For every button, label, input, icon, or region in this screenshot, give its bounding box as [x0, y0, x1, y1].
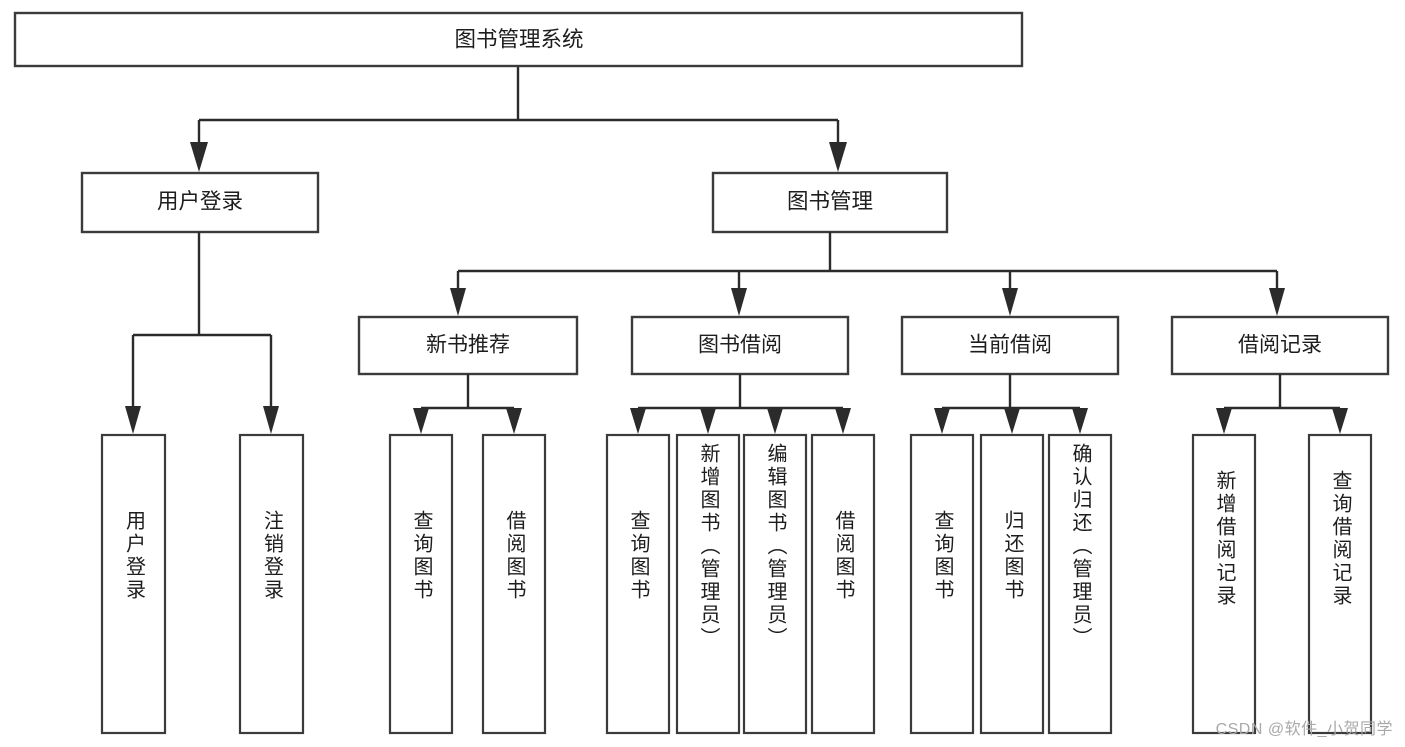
- node-current-borrow-box[interactable]: [900, 315, 1120, 376]
- arrow-head-leaf-add-book: [700, 408, 716, 434]
- leaf-return-book-box[interactable]: [979, 433, 1045, 735]
- node-root-box[interactable]: [13, 11, 1024, 68]
- connector-book-management-to-level2: [450, 232, 1285, 316]
- leaf-query-record-box[interactable]: [1307, 433, 1373, 735]
- arrow-head-leaf-borrow-book-1: [506, 408, 522, 434]
- node-book-borrow-box[interactable]: [630, 315, 850, 376]
- arrow-head-leaf-edit-book: [767, 408, 783, 434]
- node-book-management[interactable]: 图书管理: [711, 171, 949, 234]
- leaf-borrow-book-1-box[interactable]: [481, 433, 547, 735]
- connector-current-borrow-to-leaves: [934, 374, 1088, 434]
- leaf-query-book-3-box[interactable]: [909, 433, 975, 735]
- node-root[interactable]: 图书管理系统: [13, 11, 1024, 68]
- arrow-head-leaf-query-book-1: [413, 408, 429, 434]
- node-root-label: 图书管理系统: [454, 28, 583, 52]
- node-new-book-recommend-box[interactable]: [357, 315, 579, 376]
- leaf-confirm-return-box[interactable]: [1047, 433, 1113, 735]
- leaf-query-book-1-box[interactable]: [388, 433, 454, 735]
- csdn-watermark: CSDN @软件_小贺同学: [1215, 721, 1393, 738]
- leaf-user-login-box[interactable]: [100, 433, 167, 735]
- leaf-add-record-box[interactable]: [1191, 433, 1257, 735]
- arrow-head-leaf-query-book-2: [630, 408, 646, 434]
- arrow-head-leaf-user-login: [125, 406, 141, 434]
- connector-user-login-to-leaves: [125, 232, 279, 434]
- connector-new-book-recommend-to-leaves: [413, 374, 522, 434]
- node-book-management-label: 图书管理: [787, 190, 873, 214]
- node-current-borrow[interactable]: 当前借阅: [900, 315, 1120, 376]
- arrow-head-user-login: [190, 142, 208, 172]
- arrow-head-leaf-logout-login: [263, 406, 279, 434]
- arrow-head-leaf-confirm-return: [1072, 408, 1088, 434]
- arrow-head-leaf-query-book-3: [934, 408, 950, 434]
- leaf-add-book-box[interactable]: [675, 433, 741, 735]
- leaf-logout-login-box[interactable]: [238, 433, 305, 735]
- node-current-borrow-label: 当前借阅: [968, 334, 1052, 357]
- connector-root-to-level1: [190, 66, 847, 172]
- leaf-borrow-book-2-box[interactable]: [810, 433, 876, 735]
- leaf-query-book-2-box[interactable]: [605, 433, 671, 735]
- node-borrow-record-label: 借阅记录: [1238, 334, 1322, 357]
- node-book-borrow[interactable]: 图书借阅: [630, 315, 850, 376]
- arrow-head-leaf-query-record: [1332, 408, 1348, 434]
- node-user-login-label: 用户登录: [157, 190, 243, 214]
- arrow-head-current-borrow: [1002, 288, 1018, 316]
- arrow-head-book-management: [829, 142, 847, 172]
- node-borrow-record[interactable]: 借阅记录: [1170, 315, 1390, 376]
- node-borrow-record-box[interactable]: [1170, 315, 1390, 376]
- arrow-head-leaf-return-book: [1004, 408, 1020, 434]
- leaf-boxes: [100, 433, 1373, 735]
- node-new-book-recommend[interactable]: 新书推荐: [357, 315, 579, 376]
- node-new-book-recommend-label: 新书推荐: [426, 334, 510, 357]
- arrow-head-leaf-add-record: [1216, 408, 1232, 434]
- arrow-head-leaf-borrow-book-2: [835, 408, 851, 434]
- leaf-edit-book-box[interactable]: [742, 433, 808, 735]
- node-book-borrow-label: 图书借阅: [698, 334, 782, 357]
- connector-book-borrow-to-leaves: [630, 374, 851, 434]
- arrow-head-new-book-recommend: [450, 288, 466, 316]
- arrow-head-book-borrow: [731, 288, 747, 316]
- arrow-head-borrow-record: [1269, 288, 1285, 316]
- node-book-management-box[interactable]: [711, 171, 949, 234]
- connector-borrow-record-to-leaves: [1216, 374, 1348, 434]
- node-user-login[interactable]: 用户登录: [80, 171, 320, 234]
